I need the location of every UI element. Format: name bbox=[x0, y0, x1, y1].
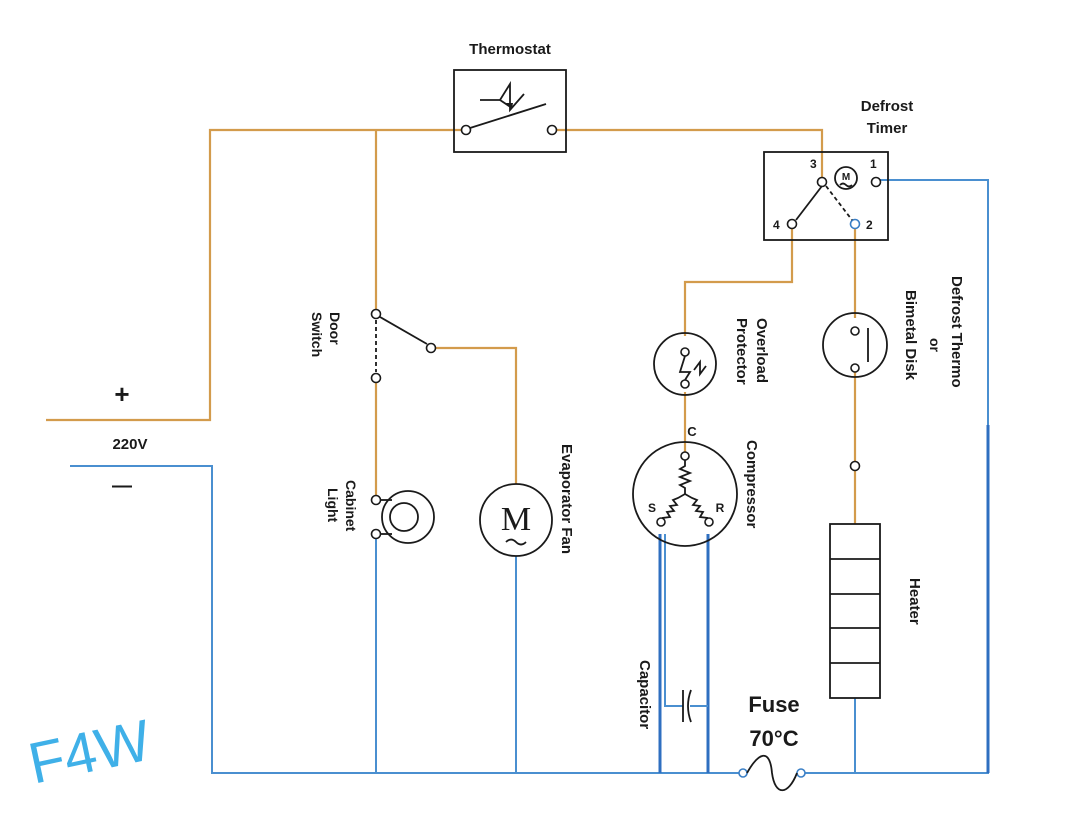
minus-label: — bbox=[112, 475, 132, 497]
evaporator-fan: M Evaporator Fan bbox=[479, 444, 575, 557]
door-switch-label-2: Switch bbox=[309, 312, 325, 357]
thermostat-label: Thermostat bbox=[469, 41, 551, 58]
overload-label-1: Overload bbox=[753, 318, 770, 383]
watermark-logo: F4W bbox=[23, 708, 157, 797]
timer-pin-3: 3 bbox=[810, 157, 817, 171]
cabinet-light: Cabinet Light bbox=[325, 480, 435, 544]
capacitor-label: Capacitor bbox=[636, 660, 653, 729]
heater: Heater bbox=[829, 523, 923, 699]
fuse-label: Fuse bbox=[748, 692, 799, 717]
cabinet-light-label-2: Light bbox=[325, 488, 341, 523]
defrost-thermo-label-2: or bbox=[927, 338, 943, 353]
timer-pin-1: 1 bbox=[870, 157, 877, 171]
voltage-label: 220V bbox=[112, 436, 147, 453]
compressor-c-label: C bbox=[687, 424, 697, 439]
defrost-timer: M 3 1 4 2 Defrost Timer bbox=[763, 98, 914, 241]
neutral-wires bbox=[70, 179, 990, 774]
defrost-thermo: Defrost Thermo or Bimetal Disk bbox=[822, 276, 965, 472]
overload-protector: Overload Protector bbox=[653, 318, 770, 396]
defrost-thermo-label-3: Bimetal Disk bbox=[902, 290, 919, 381]
compressor-label: Compressor bbox=[743, 440, 760, 529]
plus-label: + bbox=[114, 379, 129, 409]
fan-motor-letter: M bbox=[501, 501, 531, 538]
light-bulb-icon bbox=[381, 490, 435, 544]
defrost-timer-label-1: Defrost bbox=[861, 98, 914, 115]
defrost-thermo-label-1: Defrost Thermo bbox=[948, 276, 965, 388]
door-switch: Door Switch bbox=[309, 308, 437, 384]
compressor-r-label: R bbox=[716, 501, 725, 515]
fuse-rating: 70°C bbox=[749, 726, 798, 751]
compressor-s-label: S bbox=[648, 501, 656, 515]
timer-pin-4: 4 bbox=[773, 218, 780, 232]
thermostat: Thermostat bbox=[453, 41, 567, 153]
fuse: Fuse 70°C bbox=[738, 692, 806, 792]
door-switch-label-1: Door bbox=[327, 312, 343, 345]
evaporator-fan-label: Evaporator Fan bbox=[558, 444, 575, 554]
fan-motor-icon bbox=[479, 483, 553, 557]
svg-text:M: M bbox=[842, 172, 850, 183]
heater-label: Heater bbox=[906, 578, 923, 625]
timer-pin-2: 2 bbox=[866, 218, 873, 232]
overload-label-2: Protector bbox=[733, 318, 750, 385]
cabinet-light-label-1: Cabinet bbox=[343, 480, 359, 532]
timer-motor-icon bbox=[834, 166, 858, 190]
defrost-timer-label-2: Timer bbox=[867, 120, 908, 137]
capacitor: Capacitor bbox=[636, 660, 692, 729]
power-supply: + 220V — bbox=[112, 379, 148, 497]
compressor: C S R Compressor bbox=[632, 424, 760, 547]
live-wires bbox=[46, 128, 857, 524]
